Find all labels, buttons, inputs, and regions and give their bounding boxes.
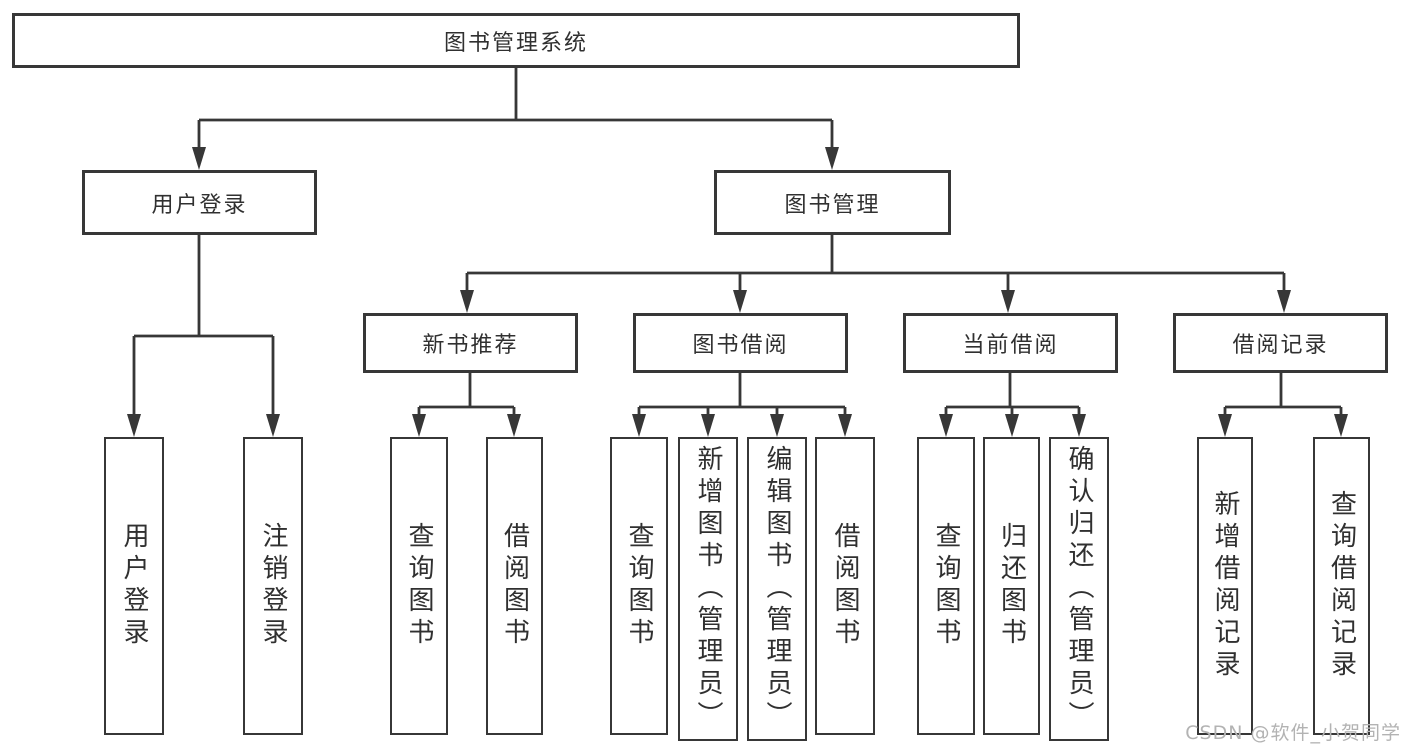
arrowhead-icon (1005, 414, 1019, 437)
node-book-management: 图书管理 (714, 170, 951, 235)
connector-borrowrecords-to-leaves (1223, 373, 1343, 416)
arrowhead-icon (1001, 290, 1015, 313)
arrowhead-icon (192, 147, 206, 170)
leaf-bb-edit-books-admin: 编辑图书（管理员） (747, 437, 807, 741)
connector-newbookrec-to-leaves (417, 373, 516, 416)
arrowhead-icon (632, 414, 646, 437)
leaf-nb-borrow-books: 借阅图书 (486, 437, 543, 735)
arrowhead-icon (507, 414, 521, 437)
connector-userlogin-to-leaves (132, 235, 275, 416)
arrowhead-icon (701, 414, 715, 437)
leaf-logout: 注销登录 (243, 437, 303, 735)
node-new-book-recommend: 新书推荐 (363, 313, 578, 373)
connector-bookmgmt-to-level3 (465, 235, 1286, 292)
leaf-br-query-record: 查询借阅记录 (1313, 437, 1370, 735)
arrowhead-icon (1218, 414, 1232, 437)
connector-currentborrow-to-leaves (944, 373, 1081, 416)
node-root-system: 图书管理系统 (12, 13, 1020, 68)
arrowhead-icon (1277, 290, 1291, 313)
arrowhead-icon (939, 414, 953, 437)
arrowhead-icon (825, 147, 839, 170)
leaf-cb-confirm-return-admin: 确认归还（管理员） (1049, 437, 1109, 741)
arrowhead-icon (838, 414, 852, 437)
leaf-br-add-record: 新增借阅记录 (1197, 437, 1253, 735)
leaf-bb-query-books: 查询图书 (610, 437, 668, 735)
connector-root-to-level2 (197, 68, 834, 150)
arrowhead-icon (733, 290, 747, 313)
arrowhead-icon (1334, 414, 1348, 437)
node-current-borrowing: 当前借阅 (903, 313, 1118, 373)
leaf-nb-query-books: 查询图书 (390, 437, 448, 735)
arrowhead-icon (266, 414, 280, 437)
arrowhead-icon (127, 414, 141, 437)
connector-bookborrow-to-leaves (637, 373, 847, 416)
watermark: CSDN @软件_小贺同学 (1185, 722, 1401, 744)
arrowhead-icon (770, 414, 784, 437)
leaf-cb-query-books: 查询图书 (917, 437, 975, 735)
arrowhead-icon (460, 290, 474, 313)
node-user-login: 用户登录 (82, 170, 317, 235)
arrowheads (127, 147, 1348, 437)
leaf-cb-return-books: 归还图书 (983, 437, 1040, 735)
node-borrowing-records: 借阅记录 (1173, 313, 1388, 373)
leaf-bb-borrow-books: 借阅图书 (815, 437, 875, 735)
arrowhead-icon (412, 414, 426, 437)
node-book-borrowing: 图书借阅 (633, 313, 848, 373)
arrowhead-icon (1072, 414, 1086, 437)
leaf-bb-add-books-admin: 新增图书（管理员） (678, 437, 738, 741)
leaf-user-login: 用户登录 (104, 437, 164, 735)
